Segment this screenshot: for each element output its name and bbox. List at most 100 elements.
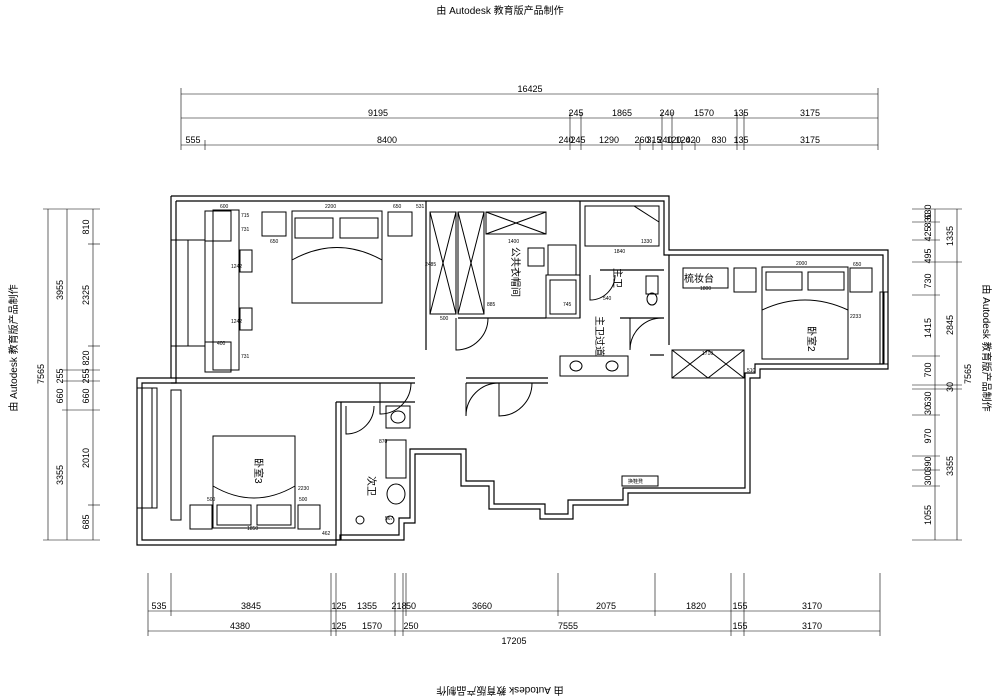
label-master-bath: 主卫 xyxy=(611,268,623,288)
dim-bot-r2-3: 1570 xyxy=(362,621,382,631)
fd-5: 2200 xyxy=(325,204,336,210)
dim-top-r2-4: 245 xyxy=(570,135,585,145)
fd-4: 650 xyxy=(270,239,279,245)
dim-left-r1-3: 660 xyxy=(55,388,65,403)
dim-right-r2-13: 1055 xyxy=(923,505,933,525)
fd-3: 731 xyxy=(241,227,250,233)
fd-19: 540 xyxy=(603,296,612,302)
dim-left-overall: 7565 xyxy=(36,364,46,384)
fd-17: 500 xyxy=(440,316,449,322)
dim-right-r2-5: 730 xyxy=(923,273,933,288)
bedroom-2 xyxy=(682,266,873,360)
dim-right-r2-10: 970 xyxy=(923,428,933,443)
dim-left-r2-5: 660 xyxy=(81,388,91,403)
dim-left-r1-4: 3355 xyxy=(55,465,65,485)
dim-right-r2-8: 630 xyxy=(923,391,933,406)
fd-12: 1400 xyxy=(508,239,519,245)
fd-16: 1330 xyxy=(641,239,652,245)
dim-bot-r1-2: 3845 xyxy=(241,601,261,611)
fd-22: 1800 xyxy=(700,286,711,292)
dim-right-r2-4: 495 xyxy=(923,248,933,263)
dim-right-r2-7: 700 xyxy=(923,362,933,377)
walkin-closet xyxy=(527,244,577,276)
label-bedroom3: 卧室3 xyxy=(252,458,265,484)
dim-bot-r1-7: 3660 xyxy=(472,601,492,611)
dim-top-r1-6: 135 xyxy=(733,108,748,118)
fd-25: 510 xyxy=(747,368,756,374)
fd-29: 462 xyxy=(322,531,331,537)
dim-bot-r2-2: 125 xyxy=(331,621,346,631)
dim-left-r2-6: 2010 xyxy=(81,448,91,468)
dim-top-r1-4: 240 xyxy=(659,108,674,118)
window-bays-left xyxy=(136,239,206,509)
fd-8: 1242 xyxy=(231,264,242,270)
dim-top-r2-5: 1290 xyxy=(599,135,619,145)
fd-7: 531 xyxy=(416,204,425,210)
dim-bot-r2-7: 3170 xyxy=(802,621,822,631)
dim-left-r2-7: 685 xyxy=(81,514,91,529)
dim-top-r1-2: 245 xyxy=(568,108,583,118)
dim-top-r1-7: 3175 xyxy=(800,108,820,118)
dim-right-r2-11: 390 xyxy=(923,456,933,471)
fd-32: 567 xyxy=(385,516,394,522)
dim-left-r2-4: 255 xyxy=(81,368,91,383)
fd-2: 715 xyxy=(241,213,250,219)
fd-20: 2000 xyxy=(796,261,807,267)
dim-top-r2-11: 420 xyxy=(685,135,700,145)
label-master-hall: 主卫过道 xyxy=(593,316,606,356)
dim-right-r2-9: 30 xyxy=(923,405,933,415)
dim-right-r2-3: 425 xyxy=(923,226,933,241)
dim-top-r2-13: 135 xyxy=(733,135,748,145)
dim-bot-r1-10: 155 xyxy=(732,601,747,611)
dim-bot-r1-3: 125 xyxy=(331,601,346,611)
dim-right-r2-12: 300 xyxy=(923,470,933,485)
dim-top-r2-14: 3175 xyxy=(800,135,820,145)
dim-left-r1-2: 255 xyxy=(55,368,65,383)
fd-23: 2233 xyxy=(850,314,861,320)
dim-bot-r1-4: 1355 xyxy=(357,601,377,611)
label-vanity: 梳妆台 xyxy=(684,272,714,285)
label-second-bath: 次卫 xyxy=(365,476,378,496)
bedroom-3 xyxy=(170,389,321,530)
dim-bot-r2-5: 7555 xyxy=(558,621,578,631)
dim-right-r1-4: 3355 xyxy=(945,456,955,476)
dim-bot-r1-6: 50 xyxy=(406,601,416,611)
dim-top-r2-3: 240 xyxy=(558,135,573,145)
label-walkin: 公共衣帽间 xyxy=(509,247,522,297)
window-bay-right xyxy=(879,291,889,365)
dim-top-r1-5: 1570 xyxy=(694,108,714,118)
fd-15: 1840 xyxy=(614,249,625,255)
dim-left-r2-1: 810 xyxy=(81,219,91,234)
dim-right-overall: 7565 xyxy=(963,364,973,384)
dim-bot-r1-8: 2075 xyxy=(596,601,616,611)
fd-27: 2230 xyxy=(298,486,309,492)
fd-28: 1850 xyxy=(247,526,258,532)
doors xyxy=(345,274,663,435)
fd-30: 500 xyxy=(299,497,308,503)
dim-top-r1-3: 1865 xyxy=(612,108,632,118)
interior-walls xyxy=(171,201,745,540)
dim-top-r2-7: 315 xyxy=(646,135,661,145)
watermark-top: 由 Autodesk 教育版产品制作 xyxy=(436,6,564,17)
fd-21: 650 xyxy=(853,262,862,268)
fd-13: 2485 xyxy=(425,262,436,268)
left-dimension-lines xyxy=(43,208,100,541)
fd-9: 1242 xyxy=(231,319,242,325)
dim-top-r2-10: 120 xyxy=(675,135,690,145)
dim-bot-r1-11: 3170 xyxy=(802,601,822,611)
fd-24: 1710 xyxy=(702,351,713,357)
dim-bot-r2-1: 4380 xyxy=(230,621,250,631)
dim-bot-r1-5: 218 xyxy=(391,601,406,611)
fd-10: 400 xyxy=(217,341,226,347)
dim-top-r2-6: 260 xyxy=(634,135,649,145)
top-dimension-lines xyxy=(180,88,879,150)
dim-right-r2-6: 1415 xyxy=(923,318,933,338)
dim-top-r2-8: 240 xyxy=(657,135,672,145)
label-bedroom2: 卧室2 xyxy=(805,326,818,352)
second-bath xyxy=(355,405,411,525)
dim-right-r1-2: 2845 xyxy=(945,315,955,335)
dim-top-r2-9: 120 xyxy=(666,135,681,145)
dim-top-r2-12: 830 xyxy=(711,135,726,145)
fd-1: 600 xyxy=(220,204,229,210)
